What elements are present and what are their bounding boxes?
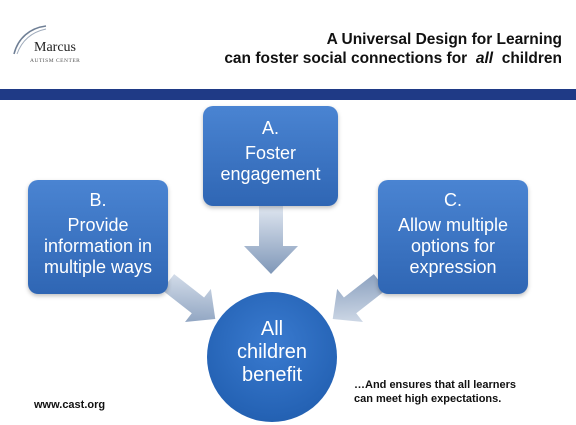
source-url: www.cast.org <box>34 399 106 411</box>
box-c-line3: expression <box>409 257 497 277</box>
arrow-diagonal-right-icon <box>161 274 216 322</box>
box-allow-multiple-options: C. Allow multiple options for expression <box>378 180 528 294</box>
title-line-1: A Universal Design for Learning <box>326 31 562 48</box>
box-c-line2: options for <box>410 236 496 256</box>
box-a-line2: engagement <box>220 164 321 184</box>
box-c-line1: Allow multiple <box>397 215 509 235</box>
slide-title: A Universal Design for Learning can fost… <box>92 30 562 68</box>
logo-name: Marcus <box>34 40 76 55</box>
box-b-line1: Provide <box>67 215 129 235</box>
title-emphasis: all <box>475 50 494 67</box>
title-line-2: can foster social connections for all ch… <box>92 49 562 68</box>
marcus-autism-center-logo: Marcus AUTISM CENTER <box>8 24 108 72</box>
box-b-line2: information in <box>43 236 153 256</box>
box-b-line3: multiple ways <box>43 257 153 277</box>
logo-swoosh-icon <box>13 25 47 55</box>
note-line2: can meet high expectations. <box>354 393 502 405</box>
title-line-2-prefix: can foster social connections for <box>224 50 468 67</box>
footer-note: …And ensures that all learners can meet … <box>354 378 569 406</box>
box-c-letter: C. <box>444 190 462 210</box>
circle-text: All children benefit <box>207 318 337 387</box>
note-line1: …And ensures that all learners <box>354 379 516 391</box>
arrow-diagonal-left-icon <box>332 274 387 322</box>
all-children-benefit-circle: All children benefit <box>207 292 337 422</box>
box-provide-information: B. Provide information in multiple ways <box>28 180 168 294</box>
circle-line3: benefit <box>241 364 303 386</box>
box-b-letter: B. <box>89 190 107 210</box>
circle-line1: All <box>260 318 284 340</box>
circle-line2: children <box>236 341 308 363</box>
box-a-letter: A. <box>261 118 279 138</box>
arrow-down-icon <box>244 206 298 274</box>
logo-subtitle: AUTISM CENTER <box>30 58 81 64</box>
box-a-line1: Foster <box>244 143 296 163</box>
box-foster-engagement: A. Foster engagement <box>203 106 338 206</box>
header-band <box>0 89 576 100</box>
title-line-2-suffix: children <box>501 50 562 67</box>
